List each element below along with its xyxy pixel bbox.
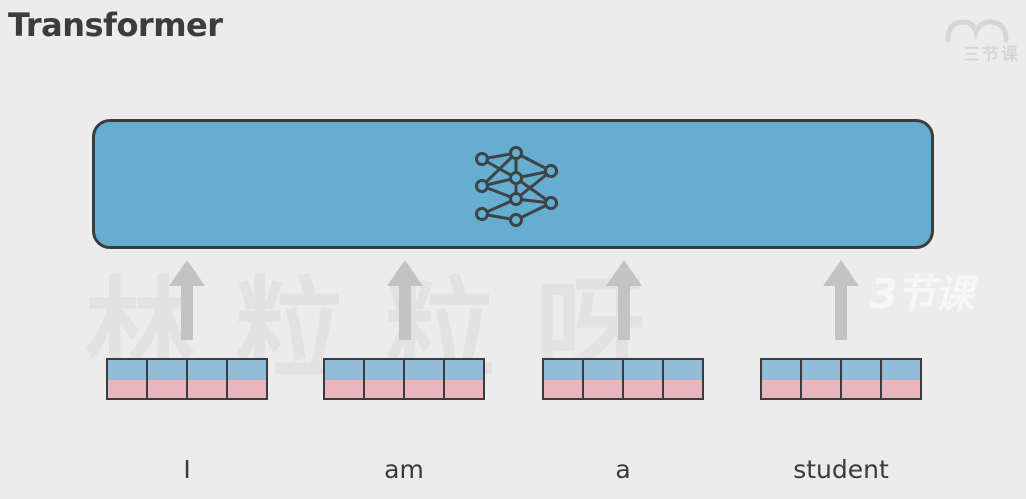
vector-cell <box>584 360 624 398</box>
watermark-logo: 3节课 <box>870 272 974 318</box>
token-word: student <box>793 455 889 484</box>
token-word: I <box>183 455 191 484</box>
vector-cell <box>842 360 882 398</box>
vector-cell <box>664 360 702 398</box>
vector-cell <box>624 360 664 398</box>
arrow-up-icon <box>606 260 642 340</box>
token-word: am <box>384 455 424 484</box>
embedding-vector <box>760 358 922 400</box>
vector-cell <box>405 360 445 398</box>
vector-cell <box>762 360 802 398</box>
arrow-up-icon <box>169 260 205 340</box>
logo-icon <box>945 19 1009 43</box>
vector-cell <box>365 360 405 398</box>
vector-cell <box>228 360 266 398</box>
page-title: Transformer <box>8 6 223 44</box>
embedding-vector <box>542 358 704 400</box>
embedding-vector <box>323 358 485 400</box>
embedding-vector <box>106 358 268 400</box>
vector-cell <box>108 360 148 398</box>
vector-cell <box>544 360 584 398</box>
arrow-up-icon <box>387 260 423 340</box>
vector-cell <box>882 360 920 398</box>
vector-cell <box>148 360 188 398</box>
vector-cell <box>802 360 842 398</box>
vector-cell <box>325 360 365 398</box>
logo-text: 三节课 <box>963 45 1020 65</box>
transformer-model-block <box>92 119 934 249</box>
arrow-up-icon <box>823 260 859 340</box>
vector-cell <box>445 360 483 398</box>
token-word: a <box>615 455 631 484</box>
neural-network-icon <box>475 146 558 227</box>
vector-cell <box>188 360 228 398</box>
